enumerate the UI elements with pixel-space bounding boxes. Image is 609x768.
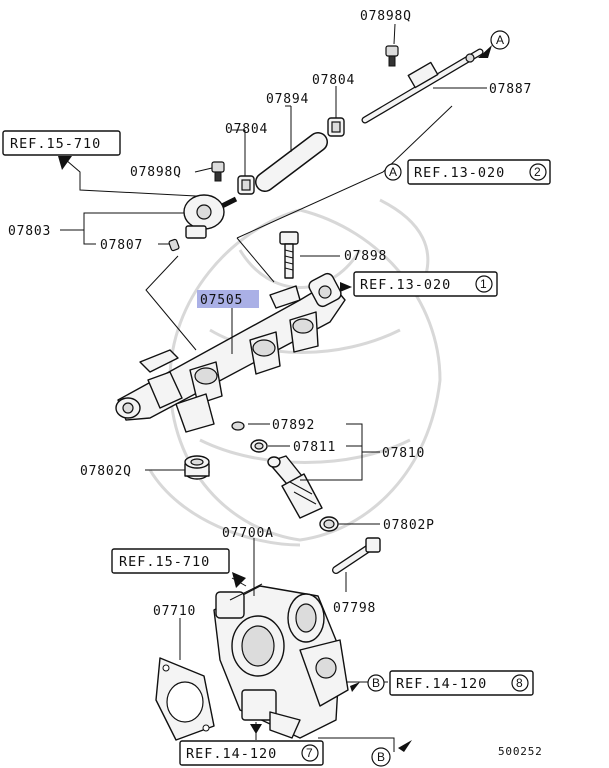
label-07803: 07803	[8, 224, 51, 239]
ref-box-15-710-bottom: REF.15-710	[111, 548, 230, 574]
arrow-to-ref-15-710-top	[58, 156, 72, 170]
arrow-to-b-right	[350, 682, 360, 692]
label-07505: 07505	[200, 293, 243, 308]
label-07710: 07710	[153, 604, 196, 619]
label-07811: 07811	[293, 440, 336, 455]
bolt-07898q-mid	[211, 161, 225, 182]
label-07804-a: 07804	[312, 73, 355, 88]
label-07898: 07898	[344, 249, 387, 264]
ref-14-120-8-num: 8	[516, 676, 523, 690]
oring-07807	[168, 238, 180, 252]
connector-a-mid: A	[389, 165, 397, 179]
label-07807: 07807	[100, 238, 143, 253]
leader-lines	[60, 23, 487, 752]
clamp-07804-b	[237, 175, 255, 195]
label-07892: 07892	[272, 418, 315, 433]
label-07798: 07798	[333, 601, 376, 616]
ref-15-710-bottom-text: REF.15-710	[119, 554, 210, 570]
arrow-to-ref-15-710-bottom	[232, 572, 246, 588]
label-07887: 07887	[489, 82, 532, 97]
ref-box-13-020-2: A REF.13-020 2	[384, 159, 551, 185]
arrow-to-ref-14-120-7	[250, 724, 262, 734]
ref-14-120-8-text: REF.14-120	[396, 676, 487, 692]
pressure-regulator-07803	[183, 194, 238, 239]
ref-box-15-710-top: REF.15-710	[2, 130, 121, 156]
label-07700a: 07700A	[222, 526, 274, 541]
fuel-pipe-07887	[361, 48, 484, 124]
label-07802q: 07802Q	[80, 464, 132, 479]
ref-13-020-2-text: REF.13-020	[414, 165, 505, 181]
label-07802p: 07802P	[383, 518, 435, 533]
injector-07810	[267, 455, 323, 519]
label-07810: 07810	[382, 446, 425, 461]
connector-b-bottom: B	[377, 750, 385, 764]
bolt-07898q-top	[385, 45, 399, 67]
oring-07802p	[319, 516, 339, 532]
ref-13-020-1-num: 1	[480, 277, 487, 291]
hose-07894	[255, 132, 328, 192]
arrow-to-ref-13-020-1	[340, 282, 352, 292]
throttle-body-07700a	[213, 583, 349, 739]
ref-15-710-top-text: REF.15-710	[10, 136, 101, 152]
gasket-07710	[155, 657, 215, 741]
diagram-number: 500252	[498, 745, 543, 758]
clip-07892	[231, 421, 245, 431]
ref-box-14-120-7: REF.14-120 7	[179, 740, 324, 766]
connector-b-right: B	[372, 676, 380, 690]
label-07898q-mid: 07898Q	[130, 165, 182, 180]
arrow-to-a-top	[478, 45, 492, 58]
label-07804-b: 07804	[225, 122, 268, 137]
ref-13-020-1-text: REF.13-020	[360, 277, 451, 293]
connector-b-bottom-circle: B	[371, 747, 391, 767]
oring-07811	[250, 439, 268, 453]
label-07505-highlight	[197, 290, 259, 308]
bolt-07898	[279, 231, 299, 279]
clamp-07804-a	[327, 117, 345, 137]
connector-a-top: A	[496, 33, 504, 47]
connector-a-top-circle: A	[490, 30, 510, 50]
ref-14-120-7-text: REF.14-120	[186, 746, 277, 762]
ref-13-020-2-num: 2	[534, 165, 541, 179]
insulator-07802q	[184, 455, 210, 480]
label-07898q-top: 07898Q	[360, 9, 412, 24]
label-07894: 07894	[266, 92, 309, 107]
arrow-to-b-bottom	[398, 740, 412, 752]
ref-box-14-120-8: B REF.14-120 8	[367, 670, 534, 696]
ref-14-120-7-num: 7	[306, 746, 313, 760]
ref-box-13-020-1: REF.13-020 1	[353, 271, 498, 297]
bolt-07798	[332, 537, 381, 574]
